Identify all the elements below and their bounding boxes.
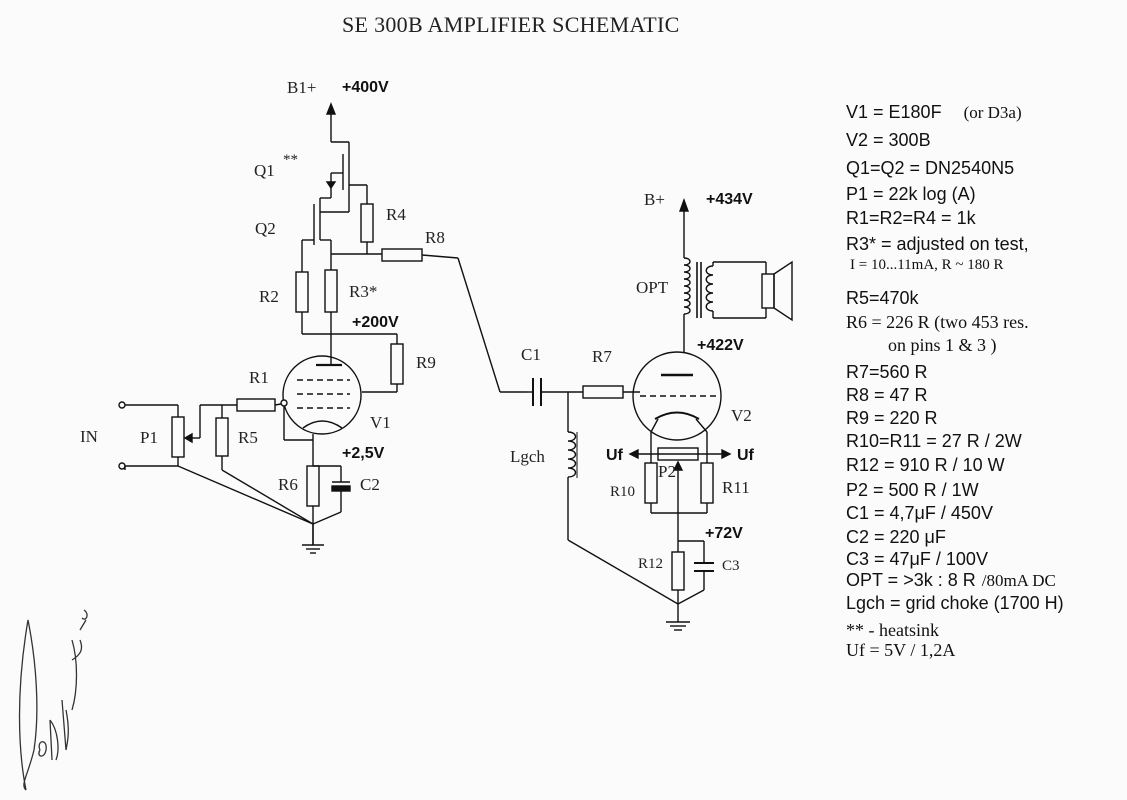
part-uf: Uf = 5V / 1,2A bbox=[846, 640, 956, 660]
node-2-5v: +2,5V bbox=[342, 445, 385, 462]
supply-b-label: B+ bbox=[644, 190, 665, 209]
handwritten-signature bbox=[18, 609, 88, 791]
capacitor-c1: C1 bbox=[521, 345, 583, 406]
part-r5: R5=470k bbox=[846, 288, 919, 308]
p2-label: P2 bbox=[658, 462, 676, 481]
r4-label: R4 bbox=[386, 205, 406, 224]
supply-b1-label: B1+ bbox=[287, 78, 316, 97]
input-label: IN bbox=[80, 427, 98, 446]
resistor-r9: R9 bbox=[362, 334, 436, 393]
uf-right: Uf bbox=[737, 447, 755, 464]
v2-label: V2 bbox=[731, 406, 752, 425]
resistor-r10: R10 bbox=[610, 454, 658, 513]
r5-label: R5 bbox=[238, 428, 258, 447]
supply-b: B+ +434V bbox=[644, 190, 753, 258]
part-p1: P1 = 22k log (A) bbox=[846, 184, 976, 204]
part-r8: R8 = 47 R bbox=[846, 385, 928, 405]
c2-label: C2 bbox=[360, 475, 380, 494]
mosfet-q2: Q2 bbox=[255, 188, 350, 254]
supply-b1-voltage: +400V bbox=[342, 79, 389, 96]
v1-label: V1 bbox=[370, 413, 391, 432]
r10-label: R10 bbox=[610, 484, 635, 500]
part-c2: C2 = 220 μF bbox=[846, 527, 946, 547]
c1-label: C1 bbox=[521, 345, 541, 364]
part-r6-note: on pins 1 & 3 ) bbox=[888, 335, 997, 355]
r3-label: R3* bbox=[349, 282, 377, 301]
r11-label: R11 bbox=[722, 478, 750, 497]
resistor-r12: R12 bbox=[638, 530, 685, 622]
part-opt: OPT = >3k : 8 R/80mA DC bbox=[846, 570, 1056, 590]
r6-label: R6 bbox=[278, 475, 298, 494]
node-72v: +72V bbox=[705, 525, 743, 542]
resistor-r1: R1 bbox=[200, 368, 282, 412]
page-title: SE 300B AMPLIFIER SCHEMATIC bbox=[342, 12, 680, 37]
part-r3-note: I = 10...11mA, R ~ 180 R bbox=[850, 257, 1004, 273]
input-section: IN P1 R5 bbox=[80, 401, 314, 525]
tube-v1: V1 bbox=[282, 334, 391, 435]
c3-label: C3 bbox=[722, 558, 740, 574]
output-transformer: OPT bbox=[636, 257, 766, 352]
resistor-r11: R11 bbox=[700, 454, 750, 513]
supply-b1: B1+ +400V bbox=[287, 78, 389, 142]
node-200v: +200V bbox=[352, 314, 399, 331]
uf-left: Uf bbox=[606, 447, 624, 464]
ground-right bbox=[666, 621, 690, 631]
resistor-r4: R4 bbox=[360, 185, 406, 254]
r12-label: R12 bbox=[638, 556, 663, 572]
mosfet-q1: Q1 ** bbox=[254, 141, 367, 198]
part-c3: C3 = 47μF / 100V bbox=[846, 549, 988, 569]
resistor-r8: R8 bbox=[381, 228, 459, 262]
tube-v2: V2 bbox=[632, 351, 752, 441]
choke-lgch: Lgch bbox=[510, 392, 679, 605]
p1-label: P1 bbox=[140, 428, 158, 447]
part-r7: R7=560 R bbox=[846, 362, 928, 382]
part-p2: P2 = 500 R / 1W bbox=[846, 480, 979, 500]
part-r3: R3* = adjusted on test, bbox=[846, 234, 1029, 254]
part-r9: R9 = 220 R bbox=[846, 408, 938, 428]
part-c1: C1 = 4,7μF / 450V bbox=[846, 503, 993, 523]
ground-left bbox=[302, 524, 324, 554]
resistor-r7: R7 bbox=[582, 347, 640, 399]
r2-label: R2 bbox=[259, 287, 279, 306]
supply-b-voltage: +434V bbox=[706, 191, 753, 208]
node-422v: +422V bbox=[697, 337, 744, 354]
q1-label: Q1 bbox=[254, 161, 275, 180]
lgch-label: Lgch bbox=[510, 447, 545, 466]
resistor-r3: R3* bbox=[324, 254, 377, 334]
part-r12: R12 = 910 R / 10 W bbox=[846, 455, 1005, 475]
capacitor-c3: C3 bbox=[677, 540, 740, 605]
part-v1: V1 = E180F(or D3a) bbox=[846, 102, 1022, 122]
r8-label: R8 bbox=[425, 228, 445, 247]
part-r6: R6 = 226 R (two 453 res. bbox=[846, 312, 1029, 332]
part-v2: V2 = 300B bbox=[846, 130, 931, 150]
q1-mark: ** bbox=[283, 152, 298, 168]
q2-label: Q2 bbox=[255, 219, 276, 238]
speaker-icon bbox=[761, 260, 793, 322]
opt-label: OPT bbox=[636, 278, 669, 297]
r1-label: R1 bbox=[249, 368, 269, 387]
capacitor-c2: C2 bbox=[312, 466, 380, 525]
resistor-r2: R2 bbox=[259, 271, 309, 334]
part-r10-r11: R10=R11 = 27 R / 2W bbox=[846, 431, 1022, 451]
part-lgch: Lgch = grid choke (1700 H) bbox=[846, 593, 1064, 613]
part-heatsink-note: ** - heatsink bbox=[846, 620, 939, 640]
r9-label: R9 bbox=[416, 353, 436, 372]
potentiometer-p2: P2 bbox=[657, 447, 699, 530]
r7-label: R7 bbox=[592, 347, 612, 366]
part-q1-q2: Q1=Q2 = DN2540N5 bbox=[846, 158, 1015, 178]
part-r1-r2-r4: R1=R2=R4 = 1k bbox=[846, 208, 976, 228]
